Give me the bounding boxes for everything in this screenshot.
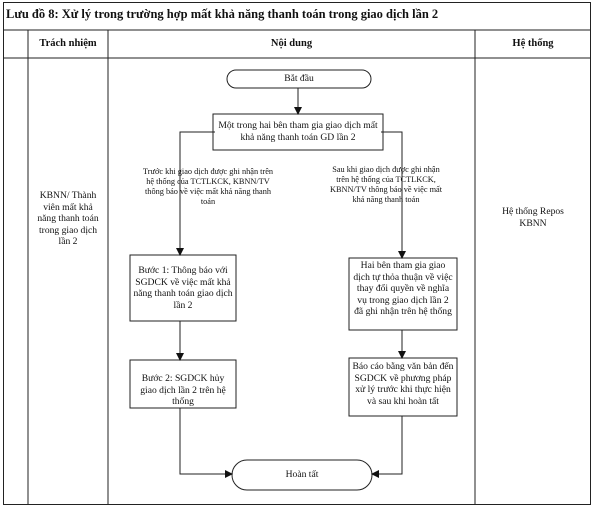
right-condition-label: Sau khi giao dịch được ghi nhận trên hệ … (329, 165, 443, 204)
start-label: Bắt đầu (284, 73, 314, 84)
flowchart-frame (3, 2, 591, 505)
page-title: Lưu đồ 8: Xử lý trong trường hợp mất khả… (6, 7, 439, 21)
start-terminator (226, 69, 372, 89)
arrow-step2-to-end (179, 408, 233, 478)
header-system: Hệ thống (512, 38, 554, 49)
arrow-right-box2-to-end (371, 416, 403, 478)
left-condition-label: Trước khi giao dịch được ghi nhận trên h… (142, 167, 274, 206)
header-content: Nội dung (270, 38, 313, 49)
arrow-event-to-step1 (176, 131, 215, 256)
right-box2-label: Báo cáo bằng văn bản đến SGDCK về phương… (352, 361, 454, 407)
header-responsibility: Trách nhiệm (39, 38, 97, 49)
right-box1-label: Hai bên tham gia giao dịch tự thỏa thuận… (353, 260, 453, 318)
step2-label: Bước 2: SGDCK hủy giao dịch lần 2 trên h… (140, 373, 226, 408)
arrow-event-to-right-box1 (381, 131, 406, 259)
event-label: Một trong hai bên tham gia giao dịch mất… (218, 120, 378, 143)
responsibility-text: KBNN/ Thành viên mất khả năng thanh toán… (37, 190, 99, 248)
step1-label: Bước 1: Thông báo với SGDCK về việc mất … (133, 265, 233, 311)
end-label: Hoàn tất (285, 469, 319, 480)
system-text: Hệ thống Repos KBNN (502, 206, 564, 229)
